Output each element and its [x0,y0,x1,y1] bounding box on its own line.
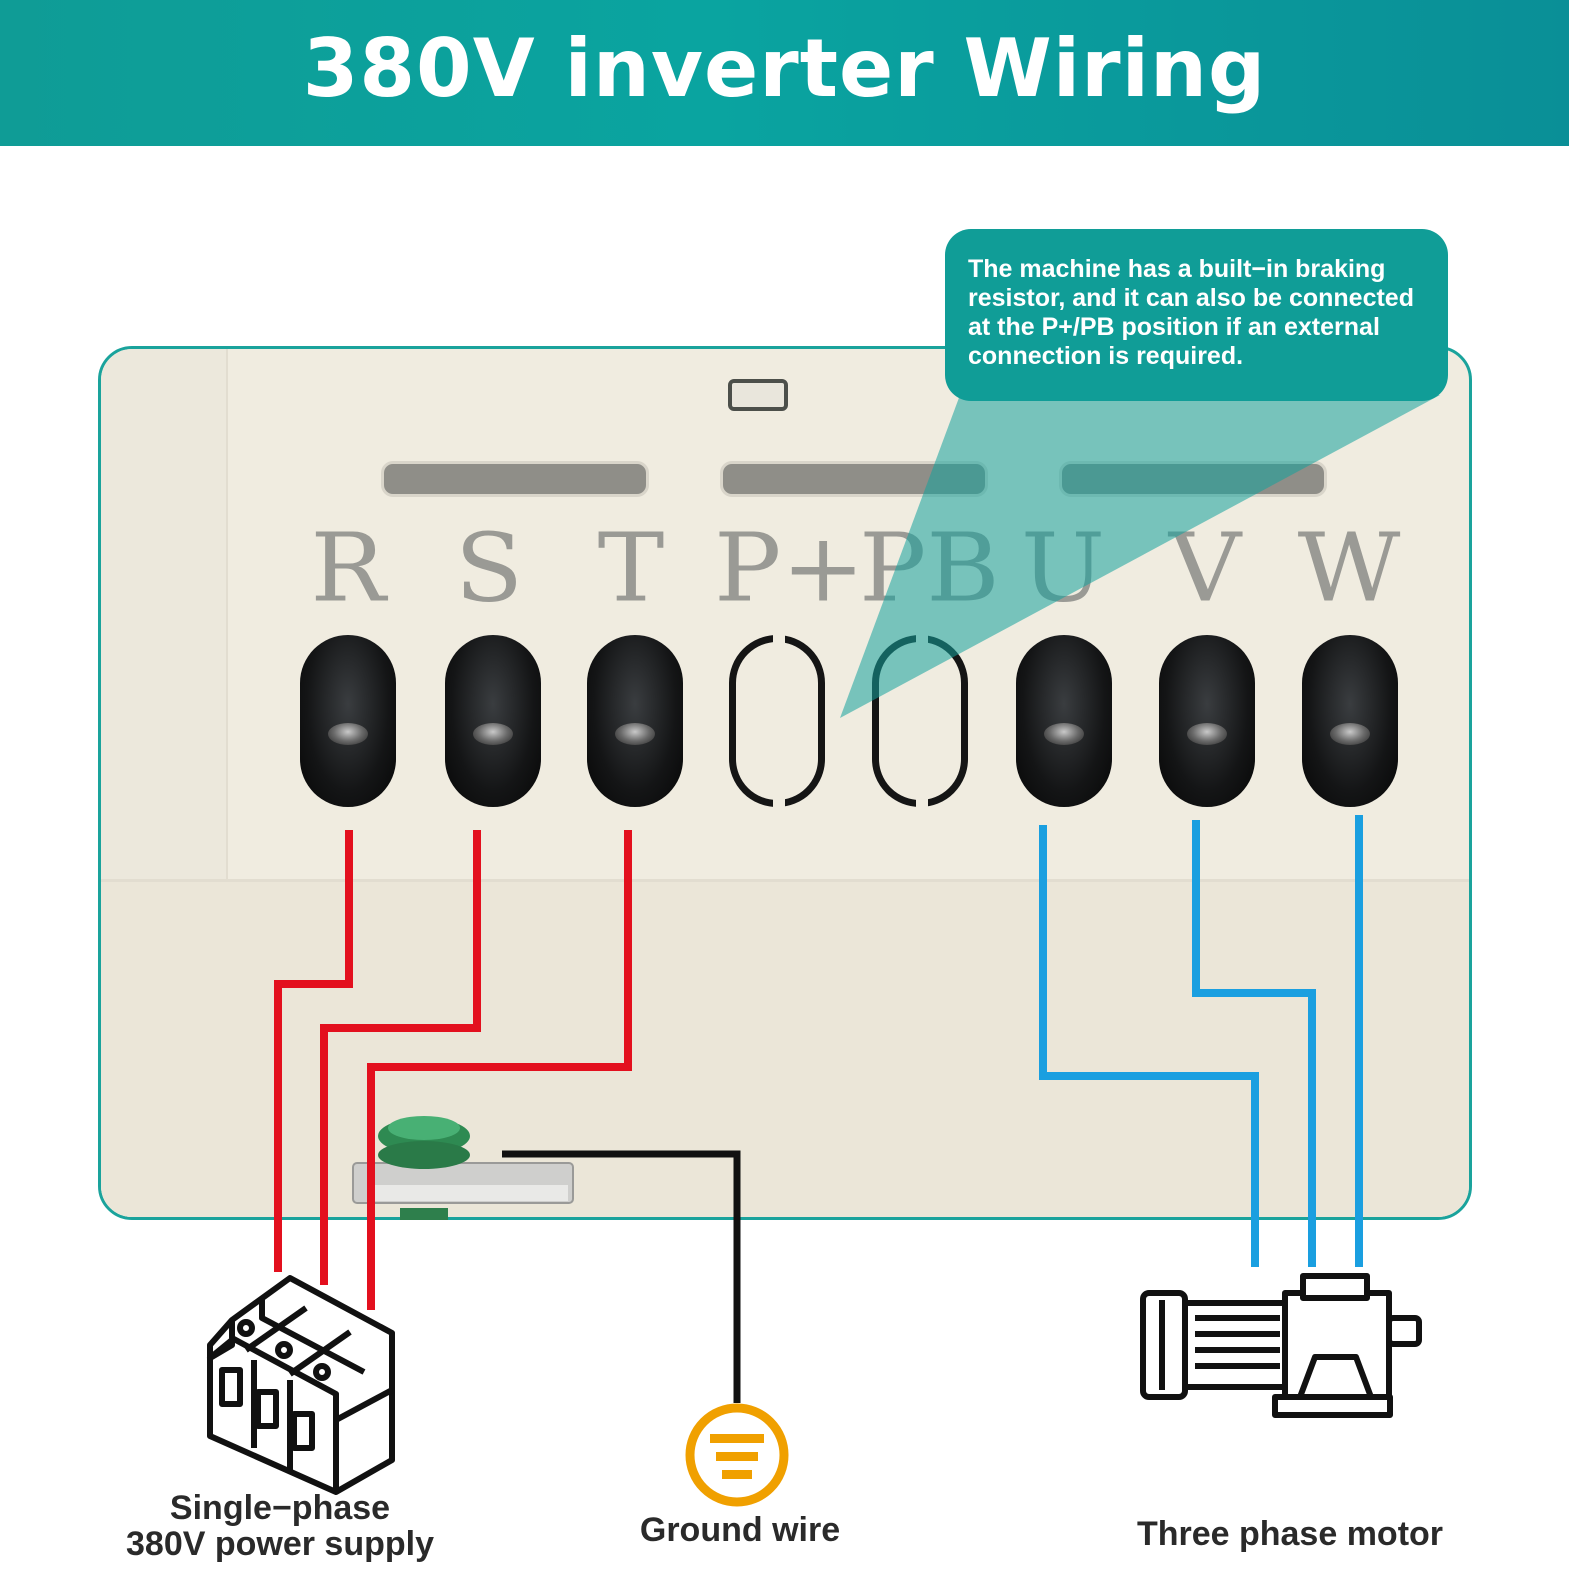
screw-icon [1044,723,1084,745]
ground-icon [685,1403,789,1507]
terminal-u [1016,635,1112,807]
terminal-w [1302,635,1398,807]
terminal-t [587,635,683,807]
callout-pointer [840,395,1440,718]
screw-icon [615,723,655,745]
screw-icon [1187,723,1227,745]
motor-caption: Three phase motor [1136,1515,1444,1553]
wire-u [1039,825,1259,1267]
callout-text: The machine has a built−in braking resis… [968,255,1414,370]
terminal-label-t: T [597,511,665,624]
wire-t [367,830,632,1310]
power-supply-caption: Single−phase 380V power supply [80,1490,480,1562]
ground-wire [502,1150,741,1403]
motor-icon [1140,1273,1422,1418]
wire-r [274,830,353,1272]
screw-icon [328,723,368,745]
terminal-label-w: W [1297,511,1401,624]
output-wires [1039,815,1363,1267]
braking-resistor-callout: The machine has a built−in braking resis… [945,229,1448,401]
terminal-v [1159,635,1255,807]
terminal-p-plus [729,634,825,808]
title-banner: 380V inverter Wiring [0,0,1569,146]
screw-icon [473,723,513,745]
indicator-led [728,379,788,411]
power-supply-caption-line2: 380V power supply [126,1525,434,1563]
power-supply-caption-line1: Single−phase [169,1489,391,1527]
page-title: 380V inverter Wiring [302,21,1267,115]
circuit-breaker-icon [207,1275,395,1495]
terminal-s [445,635,541,807]
vent-slot [381,461,649,497]
wire-v [1192,820,1316,1267]
input-wires [274,830,632,1310]
terminal-label-r: R [310,511,386,624]
terminal-label-s: S [454,511,524,624]
terminal-r [300,635,396,807]
ground-screw-icon [352,1116,574,1220]
wire-s [320,830,481,1285]
panel-lower-section [101,879,1469,1217]
ground-caption: Ground wire [639,1511,841,1549]
screw-icon [1330,723,1370,745]
